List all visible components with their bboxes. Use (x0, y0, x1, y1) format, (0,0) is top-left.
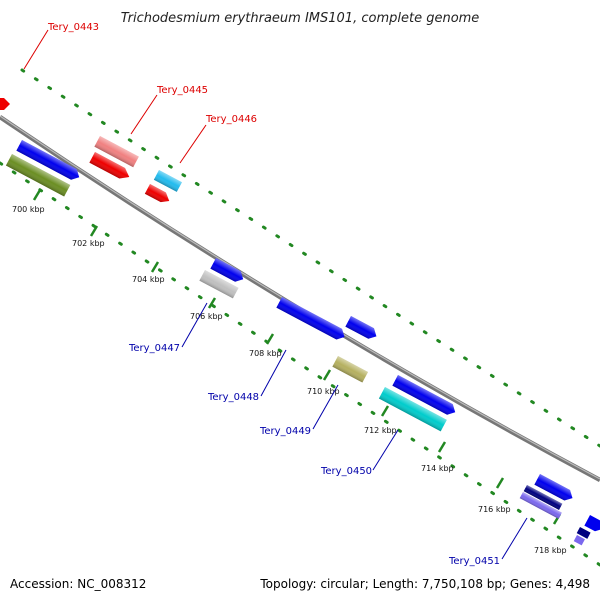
gene-feature-tery-0447[interactable] (199, 270, 239, 299)
gene-feature-blue-5[interactable] (534, 474, 575, 503)
gene-feature-blue-4[interactable] (392, 375, 458, 418)
leader-line-tery-0451 (501, 517, 528, 560)
tick-label-716: 716 kbp (478, 505, 511, 514)
gene-feature-tery-0448[interactable] (276, 297, 347, 342)
gene-label-tery-0447[interactable]: Tery_0447 (128, 343, 180, 354)
tick-mark (32, 189, 42, 201)
gene-label-tery-0445[interactable]: Tery_0445 (156, 85, 208, 96)
gene-label-tery-0448[interactable]: Tery_0448 (207, 392, 259, 403)
gene-feature-blue-1[interactable] (16, 140, 82, 183)
tick-mark (265, 333, 275, 345)
tick-mark (437, 441, 447, 453)
leader-line-tery-0445 (130, 94, 158, 135)
accession-text: Accession: NC_008312 (10, 577, 147, 591)
leader-line-tery-0447 (181, 302, 208, 348)
leader-line-tery-0448 (260, 349, 287, 397)
tick-label-718: 718 kbp (534, 546, 567, 555)
gene-feature-tery-0446[interactable] (153, 170, 182, 192)
gene-feature-blue-3[interactable] (345, 316, 379, 342)
leader-line-tery-0443 (23, 29, 49, 70)
genome-backbone-highlight (0, 115, 600, 480)
gene-label-tery-0446[interactable]: Tery_0446 (205, 114, 257, 125)
gene-feature-purple-small[interactable] (573, 535, 585, 546)
gene-label-tery-0450[interactable]: Tery_0450 (320, 466, 372, 477)
tick-mark (89, 225, 99, 237)
tick-label-700: 700 kbp (12, 205, 45, 214)
gene-feature-green[interactable] (5, 154, 71, 197)
tick-mark (495, 477, 505, 489)
tick-label-706: 706 kbp (190, 312, 223, 321)
gene-label-tery-0449[interactable]: Tery_0449 (259, 426, 311, 437)
gene-feature-tery-0450[interactable] (378, 387, 447, 432)
gene-feature-blue-6[interactable] (584, 515, 600, 534)
gene-feature-tery-0445[interactable] (94, 136, 139, 168)
tick-mark (380, 405, 390, 417)
map-title: Trichodesmium erythraeum IMS101, complet… (121, 11, 480, 26)
scale-ring-outer (20, 68, 600, 448)
gene-feature-tery-0443[interactable] (0, 98, 10, 110)
gene-feature-tery-0451-dark[interactable] (523, 485, 563, 510)
tick-label-702: 702 kbp (72, 239, 105, 248)
tick-label-714: 714 kbp (421, 464, 454, 473)
gene-feature-blue-2[interactable] (210, 258, 246, 285)
tick-mark (207, 297, 217, 309)
leader-line-tery-0446 (179, 124, 207, 164)
genome-summary-text: Topology: circular; Length: 7,750,108 bp… (260, 577, 590, 591)
gene-label-tery-0451[interactable]: Tery_0451 (448, 556, 500, 567)
tick-mark (150, 261, 160, 273)
gene-feature-tery-0446-red[interactable] (144, 184, 172, 205)
gene-feature-navy-small[interactable] (576, 527, 591, 539)
gene-feature-tery-0444[interactable] (89, 152, 132, 182)
leader-line-tery-0449 (312, 384, 339, 430)
leader-line-tery-0450 (372, 429, 399, 471)
tick-label-712: 712 kbp (364, 426, 397, 435)
tick-label-708: 708 kbp (249, 349, 282, 358)
gene-label-tery-0443[interactable]: Tery_0443 (47, 22, 99, 33)
tick-label-710: 710 kbp (307, 387, 340, 396)
gene-feature-tery-0449[interactable] (332, 356, 369, 383)
tick-label-704: 704 kbp (132, 275, 165, 284)
tick-mark (322, 369, 332, 381)
gene-feature-tery-0451[interactable] (519, 492, 562, 519)
